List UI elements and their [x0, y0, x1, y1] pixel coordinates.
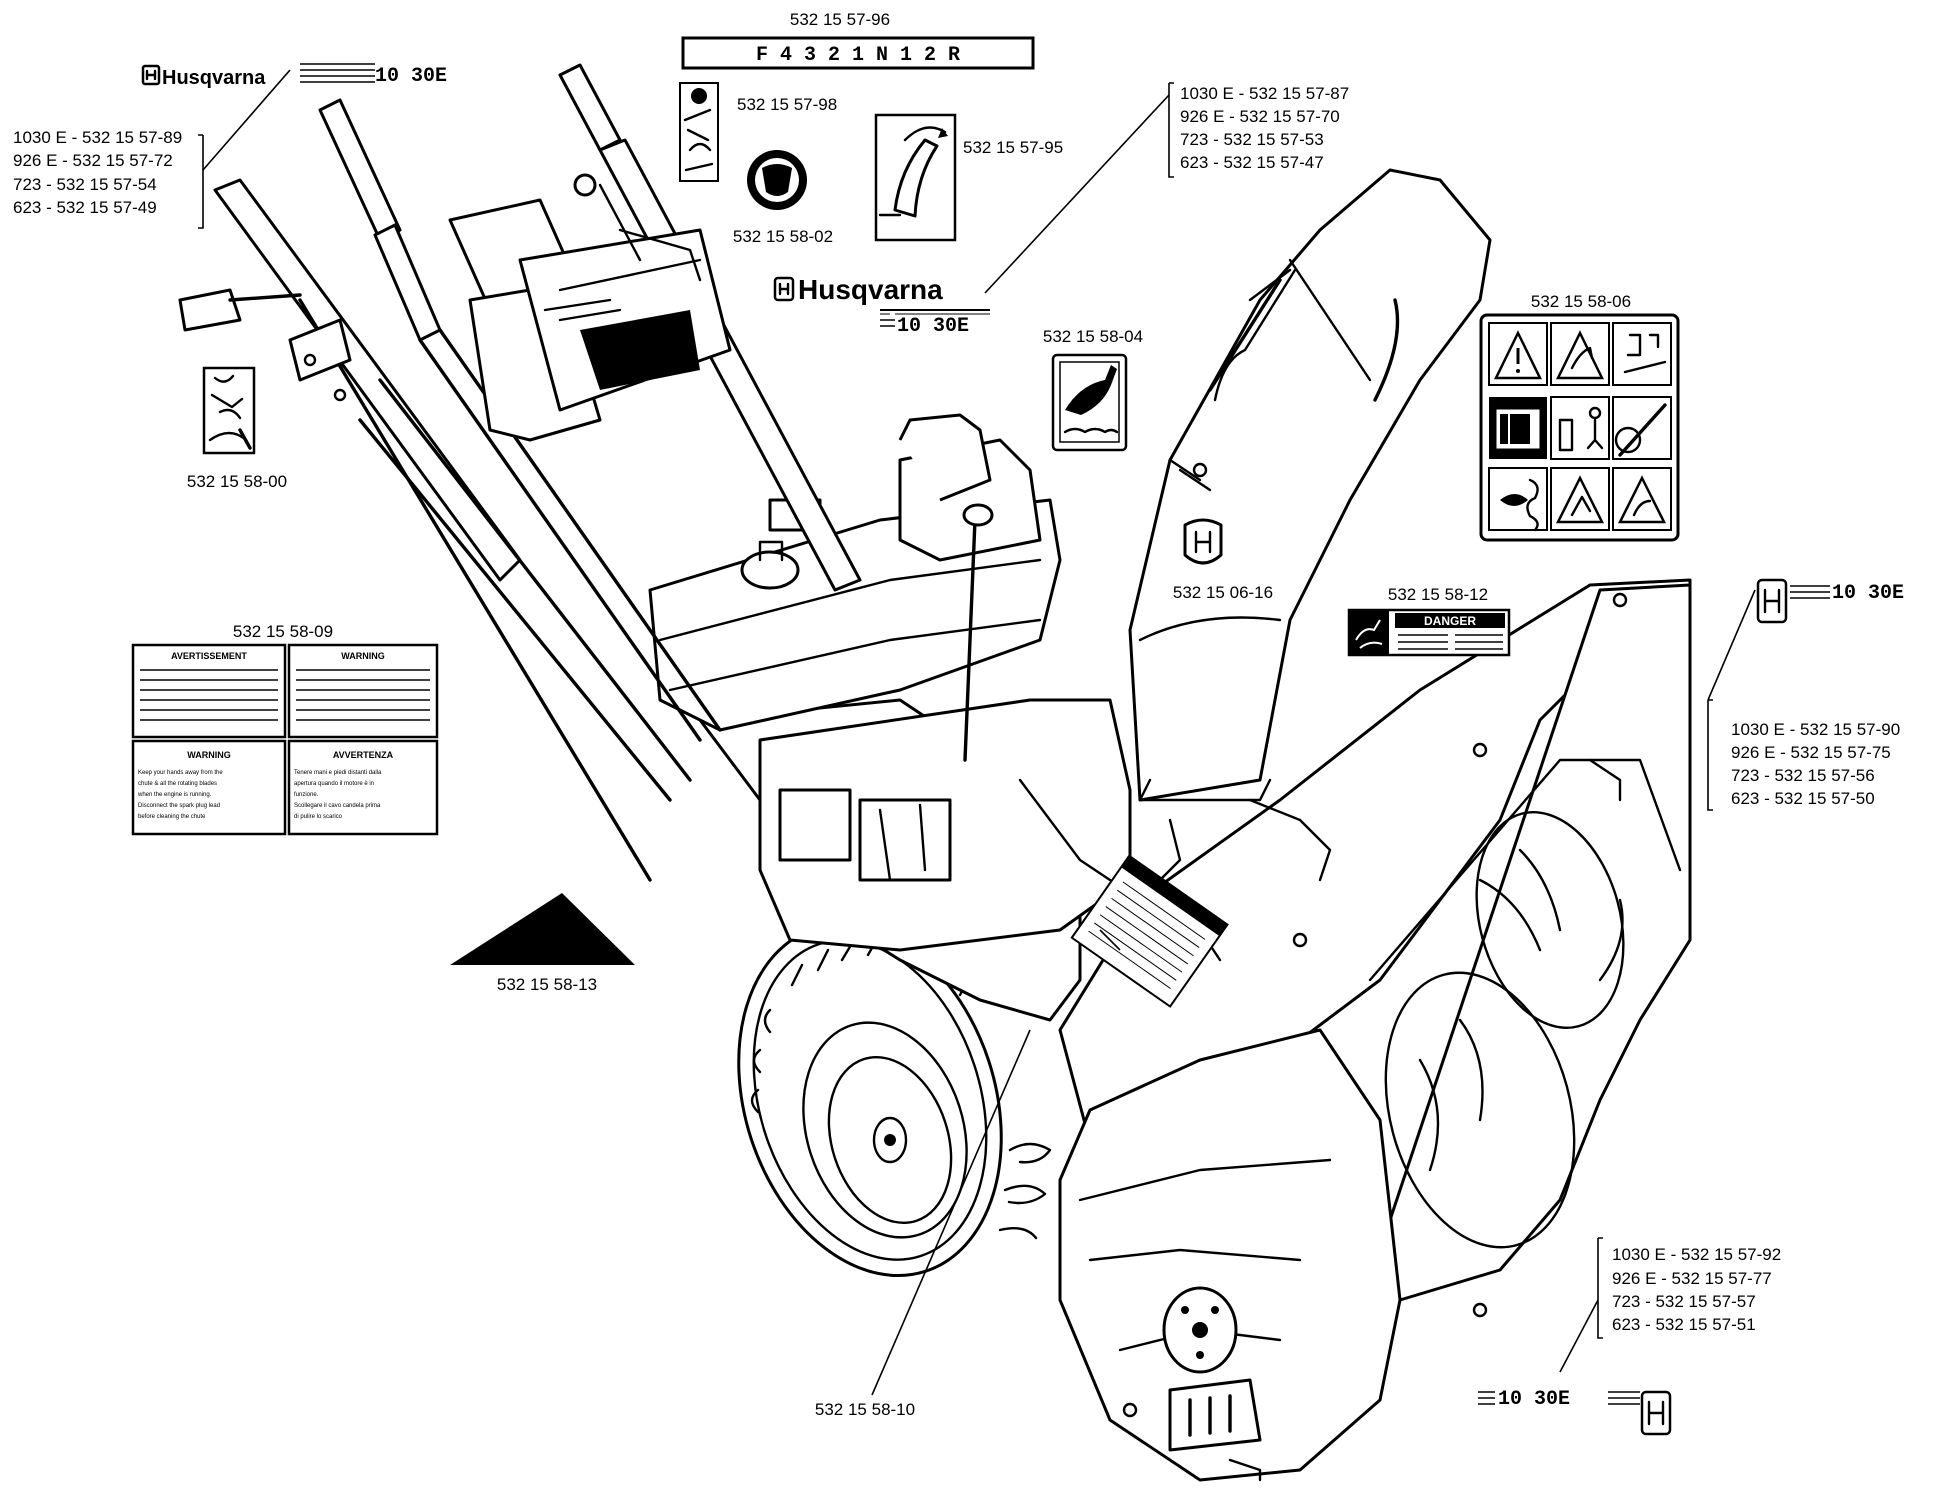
part-labels: 532 15 57-96 532 15 57-98 532 15 57-95 5…: [13, 10, 1900, 1419]
warning-it-line-5: di pulire lo scarico: [294, 814, 343, 820]
top-left-brand-text: Husqvarna: [162, 67, 266, 89]
right-housing-line-3: 723 - 532 15 57-56: [1731, 766, 1875, 785]
serial-code: F 4 3 2 1 N 1 2 R: [756, 44, 960, 67]
label-hand-warning: 532 15 58-04: [1043, 327, 1143, 346]
label-triangle: 532 15 58-13: [497, 975, 597, 994]
warning-it-line-1: Tenere mani e piedi distanti dalla: [294, 770, 382, 776]
warning-en-line-2: chute & all the rotating blades: [138, 781, 217, 787]
group-left-handle: 1030 E - 532 15 57-89 926 E - 532 15 57-…: [13, 128, 182, 217]
warning-it-line-2: apertura quando il motore è in: [294, 781, 374, 787]
label-tire-decal: 532 15 58-10: [815, 1400, 915, 1419]
dash-model-badge: 10 30E: [897, 315, 969, 338]
label-choke-decal: 532 15 57-98: [737, 95, 837, 114]
bottom-model-badge: 10 30E: [1498, 1388, 1570, 1411]
label-danger-decal: 532 15 58-12: [1388, 585, 1488, 604]
top-left-model-badge: 10 30E: [375, 65, 447, 88]
warning-it-title: AVVERTENZA: [333, 750, 394, 760]
front-housing-line-3: 723 - 532 15 57-57: [1612, 1292, 1756, 1311]
left-handle-line-4: 623 - 532 15 57-49: [13, 198, 157, 217]
control-panel: [448, 173, 732, 442]
warning-en-line-1: Keep your hands away from the: [138, 770, 223, 776]
danger-word: DANGER: [1424, 614, 1476, 628]
top-left-logo: Husqvarna 10 30E: [141, 63, 447, 89]
right-housing-line-2: 926 E - 532 15 57-75: [1731, 743, 1891, 762]
label-shear-decal: 532 15 57-95: [963, 138, 1063, 157]
symbol-grid: [1488, 322, 1672, 532]
left-handle-line-3: 723 - 532 15 57-54: [13, 175, 157, 194]
leader-lines: [198, 69, 1756, 1396]
label-safety-symbols: 532 15 58-06: [1531, 292, 1631, 311]
left-handle-line-1: 1030 E - 532 15 57-89: [13, 128, 182, 147]
chute-logo-icon: [1183, 518, 1223, 565]
bottom-right-logo: 10 30E: [1478, 1388, 1672, 1436]
label-multi-warning: 532 15 58-09: [233, 622, 333, 641]
front-housing-line-4: 623 - 532 15 57-51: [1612, 1315, 1756, 1334]
multilingual-warning-decal: AVERTISSEMENT WARNING WARNING AVVERTENZA…: [131, 643, 439, 836]
warning-en-line-5: before cleaning the chute: [138, 814, 206, 820]
housing-danger-decal: [1070, 854, 1229, 1008]
auger-housing: [1058, 578, 1692, 1318]
right-housing-line-4: 623 - 532 15 57-50: [1731, 789, 1875, 808]
safety-symbols-decal: [1479, 313, 1680, 542]
warning-en-line-4: Disconnect the spark plug lead: [138, 803, 220, 809]
engine: [648, 413, 1132, 952]
dash-line-2: 926 E - 532 15 57-70: [1180, 107, 1340, 126]
right-housing-logo: 10 30E: [1756, 578, 1904, 624]
group-front-housing: 1030 E - 532 15 57-92 926 E - 532 15 57-…: [1612, 1245, 1781, 1334]
gas-cap-decal: [747, 150, 807, 210]
warning-it-line-3: funzione.: [294, 792, 319, 798]
triangle-decal: [450, 893, 635, 965]
label-handle-decal: 532 15 58-00: [187, 472, 287, 491]
handle-decal: [202, 366, 256, 455]
group-dash: 1030 E - 532 15 57-87 926 E - 532 15 57-…: [1180, 84, 1349, 172]
housing-front-plate: [1058, 1028, 1402, 1482]
warning-en-line-3: when the engine is running.: [137, 792, 212, 798]
label-chute-logo: 532 15 06-16: [1173, 583, 1273, 602]
serial-plate: F 4 3 2 1 N 1 2 R: [681, 36, 1035, 70]
group-right-housing: 1030 E - 532 15 57-90 926 E - 532 15 57-…: [1731, 720, 1900, 808]
hand-warning-decal: [1051, 353, 1128, 452]
dash-line-3: 723 - 532 15 57-53: [1180, 130, 1324, 149]
shear-pin-decal: [874, 113, 957, 242]
warning-it-line-4: Scollegare il cavo candela prima: [294, 803, 381, 809]
right-housing-line-1: 1030 E - 532 15 57-90: [1731, 720, 1900, 739]
discharge-chute: [1128, 168, 1492, 802]
label-gas-cap-decal: 532 15 58-02: [733, 227, 833, 246]
front-housing-line-2: 926 E - 532 15 57-77: [1612, 1269, 1772, 1288]
right-model-badge: 10 30E: [1832, 582, 1904, 605]
left-handle-line-2: 926 E - 532 15 57-72: [13, 151, 173, 170]
dash-brand-text: Husqvarna: [798, 274, 943, 305]
warning-fr-title: AVERTISSEMENT: [171, 651, 247, 661]
warning-en-title: WARNING: [187, 750, 231, 760]
choke-decal: [679, 82, 719, 182]
tire-lettering: [998, 1142, 1052, 1240]
dash-line-1: 1030 E - 532 15 57-87: [1180, 84, 1349, 103]
danger-decal: DANGER: [1347, 608, 1511, 657]
label-serial-plate: 532 15 57-96: [790, 10, 890, 29]
wheel: [737, 923, 1003, 1277]
dash-line-4: 623 - 532 15 57-47: [1180, 153, 1324, 172]
front-housing-line-1: 1030 E - 532 15 57-92: [1612, 1245, 1781, 1264]
dash-logo: Husqvarna 10 30E: [773, 274, 990, 338]
warning-es-title: WARNING: [341, 651, 385, 661]
